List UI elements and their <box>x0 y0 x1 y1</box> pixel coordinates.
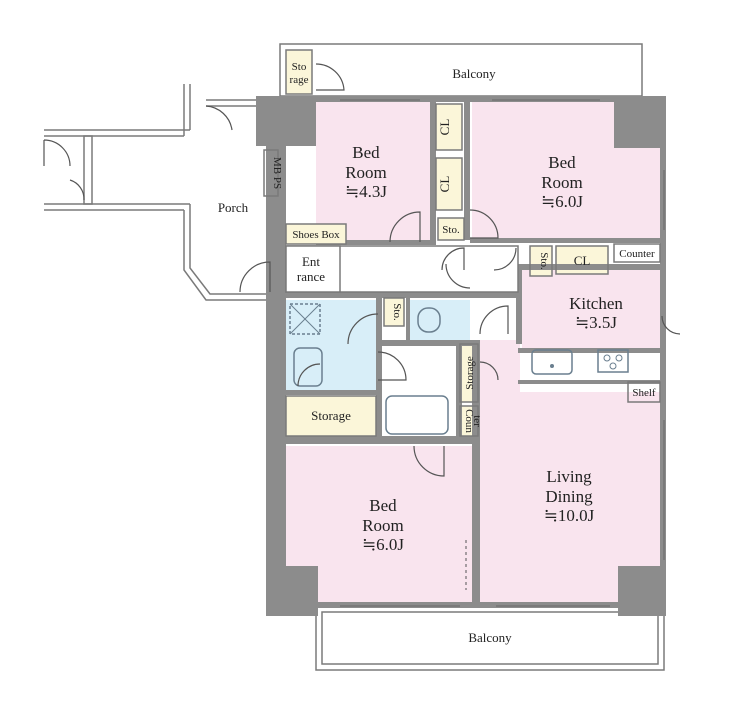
balcony-top-label: Balcony <box>452 66 496 81</box>
counter-top-label: Counter <box>619 248 655 260</box>
balcony-bottom-label: Balcony <box>468 630 512 645</box>
balconies <box>279 43 665 671</box>
living-fill <box>480 340 660 604</box>
storage-vertical-label: Storage <box>464 356 476 390</box>
sto-3-label: Sto. <box>391 303 403 321</box>
bedroom-sw-line1: Bed <box>369 496 397 515</box>
storage-wash-label: Storage <box>311 408 351 423</box>
bedroom-ne-line1: Bed <box>548 153 576 172</box>
storage-top-fill <box>286 50 312 94</box>
storage-top-label-2: rage <box>290 74 309 86</box>
cl1-fill <box>436 104 462 150</box>
counter-small-label-1: Coun <box>463 409 475 433</box>
shoes-box-outline <box>285 223 347 245</box>
storage-outlines <box>263 49 661 437</box>
sto-1-label: Sto. <box>442 224 460 236</box>
kitchen-label: Kitchen <box>569 294 623 313</box>
cl2-fill <box>436 158 462 210</box>
bedroom-ne-size: ≒6.0J <box>541 192 583 211</box>
bedroom-nw-line2: Room <box>345 163 387 182</box>
sto3-fill <box>384 298 404 326</box>
living-size: ≒10.0J <box>544 506 595 525</box>
washroom-fill <box>378 346 458 440</box>
sto-2-label: Sto. <box>538 252 550 270</box>
porch-structure <box>43 84 266 301</box>
windows <box>340 99 665 607</box>
doors <box>239 63 681 477</box>
storage-wash-fill <box>286 396 376 436</box>
cl-2-label: CL <box>437 176 452 193</box>
bedroom-nw-line1: Bed <box>352 143 380 162</box>
walls <box>256 96 666 616</box>
shelf-label: Shelf <box>632 387 656 399</box>
bedroom-nw-fill <box>316 100 432 242</box>
cl-1-label: CL <box>437 119 452 136</box>
porch-label: Porch <box>218 200 249 215</box>
entrance-label-1: Ent <box>302 254 320 269</box>
labels: Balcony Balcony Sto rage Porch MB PS Bed… <box>218 61 656 645</box>
bedroom-ne-line2: Room <box>541 173 583 192</box>
bedroom-sw-size: ≒6.0J <box>362 535 404 554</box>
kitchen-fill <box>522 270 660 348</box>
living-line1: Living <box>546 467 592 486</box>
bedroom-sw-line2: Room <box>362 516 404 535</box>
entrance-label-2: rance <box>297 269 325 284</box>
mbps-label: MB PS <box>271 157 283 189</box>
kitchen-size: ≒3.5J <box>575 313 617 332</box>
storage-top-label-1: Sto <box>292 61 307 73</box>
shoes-box-label: Shoes Box <box>292 229 340 241</box>
bedroom-nw-size: ≒4.3J <box>345 182 387 201</box>
sto1-fill <box>438 218 464 240</box>
cl-3-label: CL <box>574 253 591 268</box>
living-line2: Dining <box>545 487 593 506</box>
counter-small-label-2: ter <box>471 415 483 427</box>
fixtures <box>289 303 629 435</box>
